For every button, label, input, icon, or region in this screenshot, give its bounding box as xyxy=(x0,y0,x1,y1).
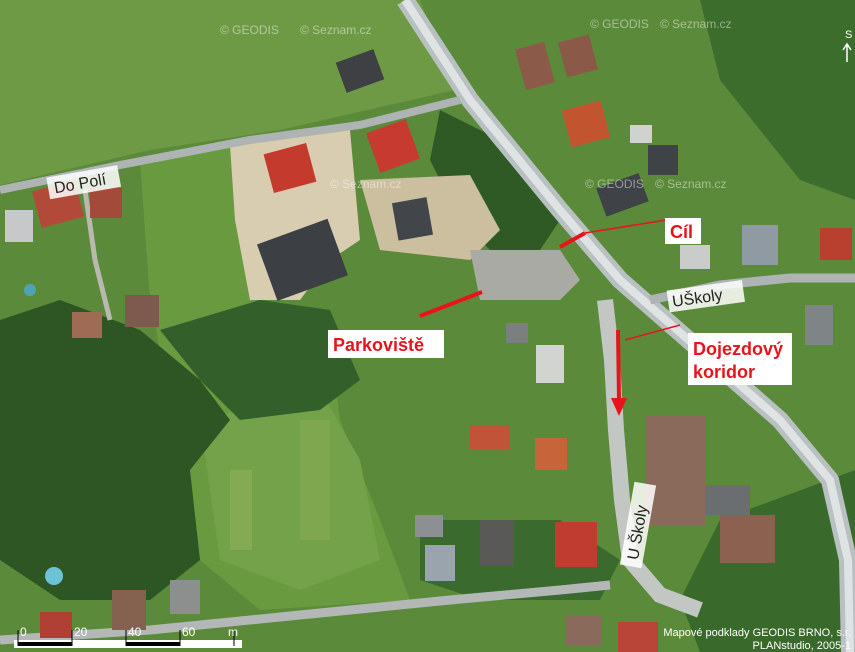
roof-brown xyxy=(515,41,555,91)
roof-gray xyxy=(506,323,528,343)
arrow-down-icon xyxy=(611,398,627,416)
roof-red xyxy=(90,188,122,218)
watermark-geodis: © GEODIS xyxy=(220,23,279,37)
label-cil: Cíl xyxy=(670,222,693,242)
pointer-line-koridor xyxy=(624,324,681,341)
roof-gray xyxy=(425,545,455,581)
scale-tick-label: 20 xyxy=(74,625,88,639)
roof-light xyxy=(536,345,564,383)
label-koridor-line1: Dojezdový xyxy=(693,339,783,359)
roof-light xyxy=(680,245,710,269)
pointer-line-cil-thin xyxy=(584,219,667,234)
street-label-bg xyxy=(619,481,657,569)
label-box-cil xyxy=(665,218,701,244)
road-lane-west xyxy=(82,189,113,321)
scale-bar-segment xyxy=(126,642,180,646)
watermark-seznam: © Seznam.cz xyxy=(330,177,402,191)
label-box-koridor xyxy=(688,333,792,385)
buildings xyxy=(5,34,852,652)
scale-tick-label: 40 xyxy=(128,625,142,639)
label-box-parkoviste xyxy=(328,330,444,358)
road-u-skoly-south xyxy=(597,299,703,618)
roof-gray xyxy=(415,515,443,537)
roof-brown xyxy=(72,312,102,338)
roof-brown xyxy=(125,295,159,327)
road-south xyxy=(0,580,611,645)
roof-red xyxy=(555,522,597,567)
crop-strip-1 xyxy=(230,470,252,550)
arrow-koridor-shaft xyxy=(616,329,621,401)
roof-brown xyxy=(565,615,601,645)
forest-north-east xyxy=(700,0,855,200)
roof-red xyxy=(366,119,420,173)
label-koridor-line2: koridor xyxy=(693,362,755,382)
roof-red xyxy=(820,228,852,260)
watermark-geodis: © GEODIS xyxy=(590,17,649,31)
meadow-northwest xyxy=(0,0,455,185)
scale-bar-segment xyxy=(18,642,72,646)
forest-west xyxy=(0,300,230,600)
roof-dark xyxy=(480,520,514,566)
forest-center xyxy=(160,300,360,420)
roof-brown xyxy=(557,34,599,78)
roof-brown xyxy=(720,515,775,563)
scale-tick-label: 60 xyxy=(182,625,196,639)
crop-strip-2 xyxy=(300,420,330,540)
roof-red xyxy=(470,425,510,449)
roof-gray xyxy=(170,580,200,614)
north-arrow-icon xyxy=(842,42,852,62)
north-label: S xyxy=(845,29,852,41)
label-parkoviste: Parkoviště xyxy=(333,335,424,355)
roof-red xyxy=(618,622,658,652)
scale-unit-label: m xyxy=(228,625,238,639)
roof-orange xyxy=(535,438,567,470)
credits-line1: Mapové podklady GEODIS BRNO, s.r. xyxy=(663,627,851,639)
street-label-bg xyxy=(666,279,745,313)
pointer-line-parkoviste xyxy=(419,290,483,318)
watermark-seznam: © Seznam.cz xyxy=(655,177,727,191)
watermark-seznam: © Seznam.cz xyxy=(660,17,732,31)
roof-dark xyxy=(391,197,434,241)
pointer-line-cil xyxy=(559,231,586,249)
roof-dark xyxy=(596,173,649,217)
credits-line2: PLANstudio, 2005-1 xyxy=(753,640,851,652)
scale-tick-label: 0 xyxy=(20,625,27,639)
roof-brown-school xyxy=(645,415,705,525)
street-label-u-skoly-east: UŠkoly xyxy=(666,279,745,313)
roof-red xyxy=(263,142,317,194)
roof-brown xyxy=(112,590,146,630)
roof-light xyxy=(630,125,652,143)
parking-lot xyxy=(470,250,580,300)
roof-dark xyxy=(335,49,385,93)
watermark-geodis: © GEODIS xyxy=(585,177,644,191)
roof-dark xyxy=(256,218,348,301)
roof-dark xyxy=(648,145,678,175)
roof-gray xyxy=(742,225,778,265)
pool xyxy=(24,284,36,296)
roof-light xyxy=(5,210,33,242)
scale-bar: 0 20 40 60 m xyxy=(14,625,242,648)
roof-red xyxy=(40,612,72,638)
roof-gray xyxy=(705,485,750,515)
roof-orange xyxy=(561,100,611,148)
watermark-seznam: © Seznam.cz xyxy=(300,23,372,37)
roof-gray xyxy=(805,305,833,345)
pool xyxy=(45,567,63,585)
street-label-bg xyxy=(46,165,122,200)
